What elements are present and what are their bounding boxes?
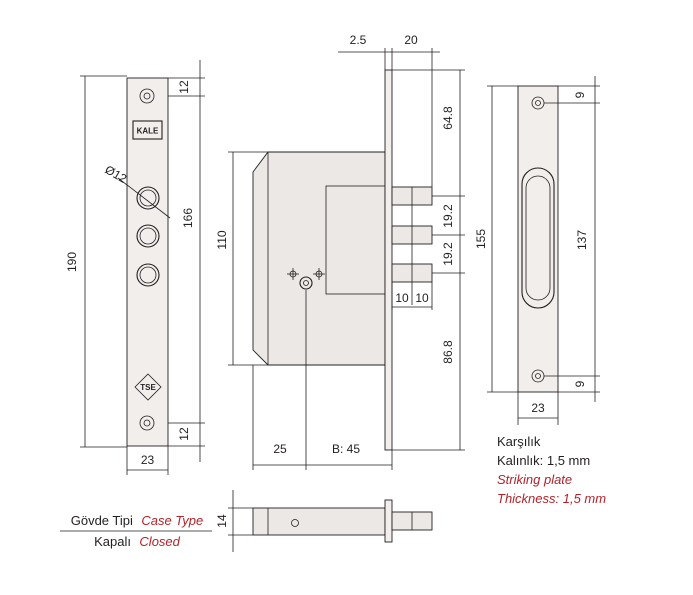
cylinder-span-label: 166 xyxy=(181,208,195,228)
top-screw-hole xyxy=(139,88,155,104)
case-type-label-en: Case Type xyxy=(141,513,203,528)
bolt-width-1-label: 10 xyxy=(395,291,409,305)
plate-width-label: 23 xyxy=(141,453,155,467)
case-top-faceplate xyxy=(384,499,393,543)
bolt-pitch-1-label: 19.2 xyxy=(441,204,455,228)
cylinder-hole-3 xyxy=(136,263,160,287)
kale-logo xyxy=(132,120,163,140)
plate-bottom-offset-label: 12 xyxy=(177,427,191,441)
striking-slot xyxy=(521,167,555,309)
bolt-pitch-2-label: 19.2 xyxy=(441,242,455,266)
striking-width-label: 23 xyxy=(531,401,545,415)
bottom-distance-label: 86.8 xyxy=(441,340,455,364)
side-faceplate xyxy=(384,69,393,451)
lock-body xyxy=(252,151,386,366)
tse-mark xyxy=(134,373,162,401)
striking-thickness-tr: Kalınlık: 1,5 mm xyxy=(497,453,590,468)
body-depth-label: 25 xyxy=(273,442,287,456)
bottom-screw-hole xyxy=(139,415,155,431)
face-thickness-label: 2.5 xyxy=(350,33,367,47)
striking-slot-span-label: 137 xyxy=(575,230,589,250)
case-top-hole xyxy=(291,519,299,527)
striking-plate xyxy=(517,85,559,393)
kale-logo-text: KALE xyxy=(137,127,159,136)
case-type-value-en: Closed xyxy=(139,534,180,549)
backset-label: B: 45 xyxy=(332,442,360,456)
plate-top-offset-label: 12 xyxy=(177,80,191,94)
striking-top-offset-label: 9 xyxy=(573,91,587,98)
case-type-value-tr: Kapalı xyxy=(94,534,131,549)
case-thickness-label: 14 xyxy=(215,514,229,528)
case-top-body xyxy=(252,507,386,536)
cylinder-hole-1 xyxy=(136,186,160,210)
striking-thickness-en: Thickness: 1,5 mm xyxy=(497,491,606,506)
body-height-label: 110 xyxy=(215,230,229,249)
striking-title-tr: Karşılık xyxy=(497,434,541,449)
striking-title-en: Striking plate xyxy=(497,472,572,487)
svg-text:Gövde Tipi Case Type: Gövde Tipi Case Type xyxy=(71,512,204,529)
bolt-throw-label: 20 xyxy=(404,33,418,47)
tse-mark-text: TSE xyxy=(140,383,156,392)
svg-text:Kapalı Closed: Kapalı Closed xyxy=(94,533,181,550)
side-view: 2.5 20 110 64.8 19.2 19.2 86.8 10 10 25 … xyxy=(215,33,465,470)
hole-diameter-label: Ø12 xyxy=(103,162,130,186)
case-type-label-tr: Gövde Tipi xyxy=(71,513,133,528)
striking-plate-note: Karşılık Kalınlık: 1,5 mm Striking plate… xyxy=(497,434,606,506)
bolt-width-2-label: 10 xyxy=(415,291,429,305)
front-plate-view: KALE Ø12 TSE 190 12 166 12 23 xyxy=(65,60,205,475)
striking-bottom-offset-label: 9 xyxy=(573,380,587,387)
top-view: 14 xyxy=(215,490,433,552)
spindle xyxy=(299,276,313,290)
striking-plate-view: 155 9 137 9 23 xyxy=(474,76,600,425)
striking-height-label: 155 xyxy=(474,229,488,249)
plate-height-label: 190 xyxy=(65,252,79,272)
cylinder-hole-2 xyxy=(136,224,160,248)
top-distance-label: 64.8 xyxy=(441,106,455,130)
case-type-note: Gövde Tipi Case Type Kapalı Closed xyxy=(60,512,212,550)
